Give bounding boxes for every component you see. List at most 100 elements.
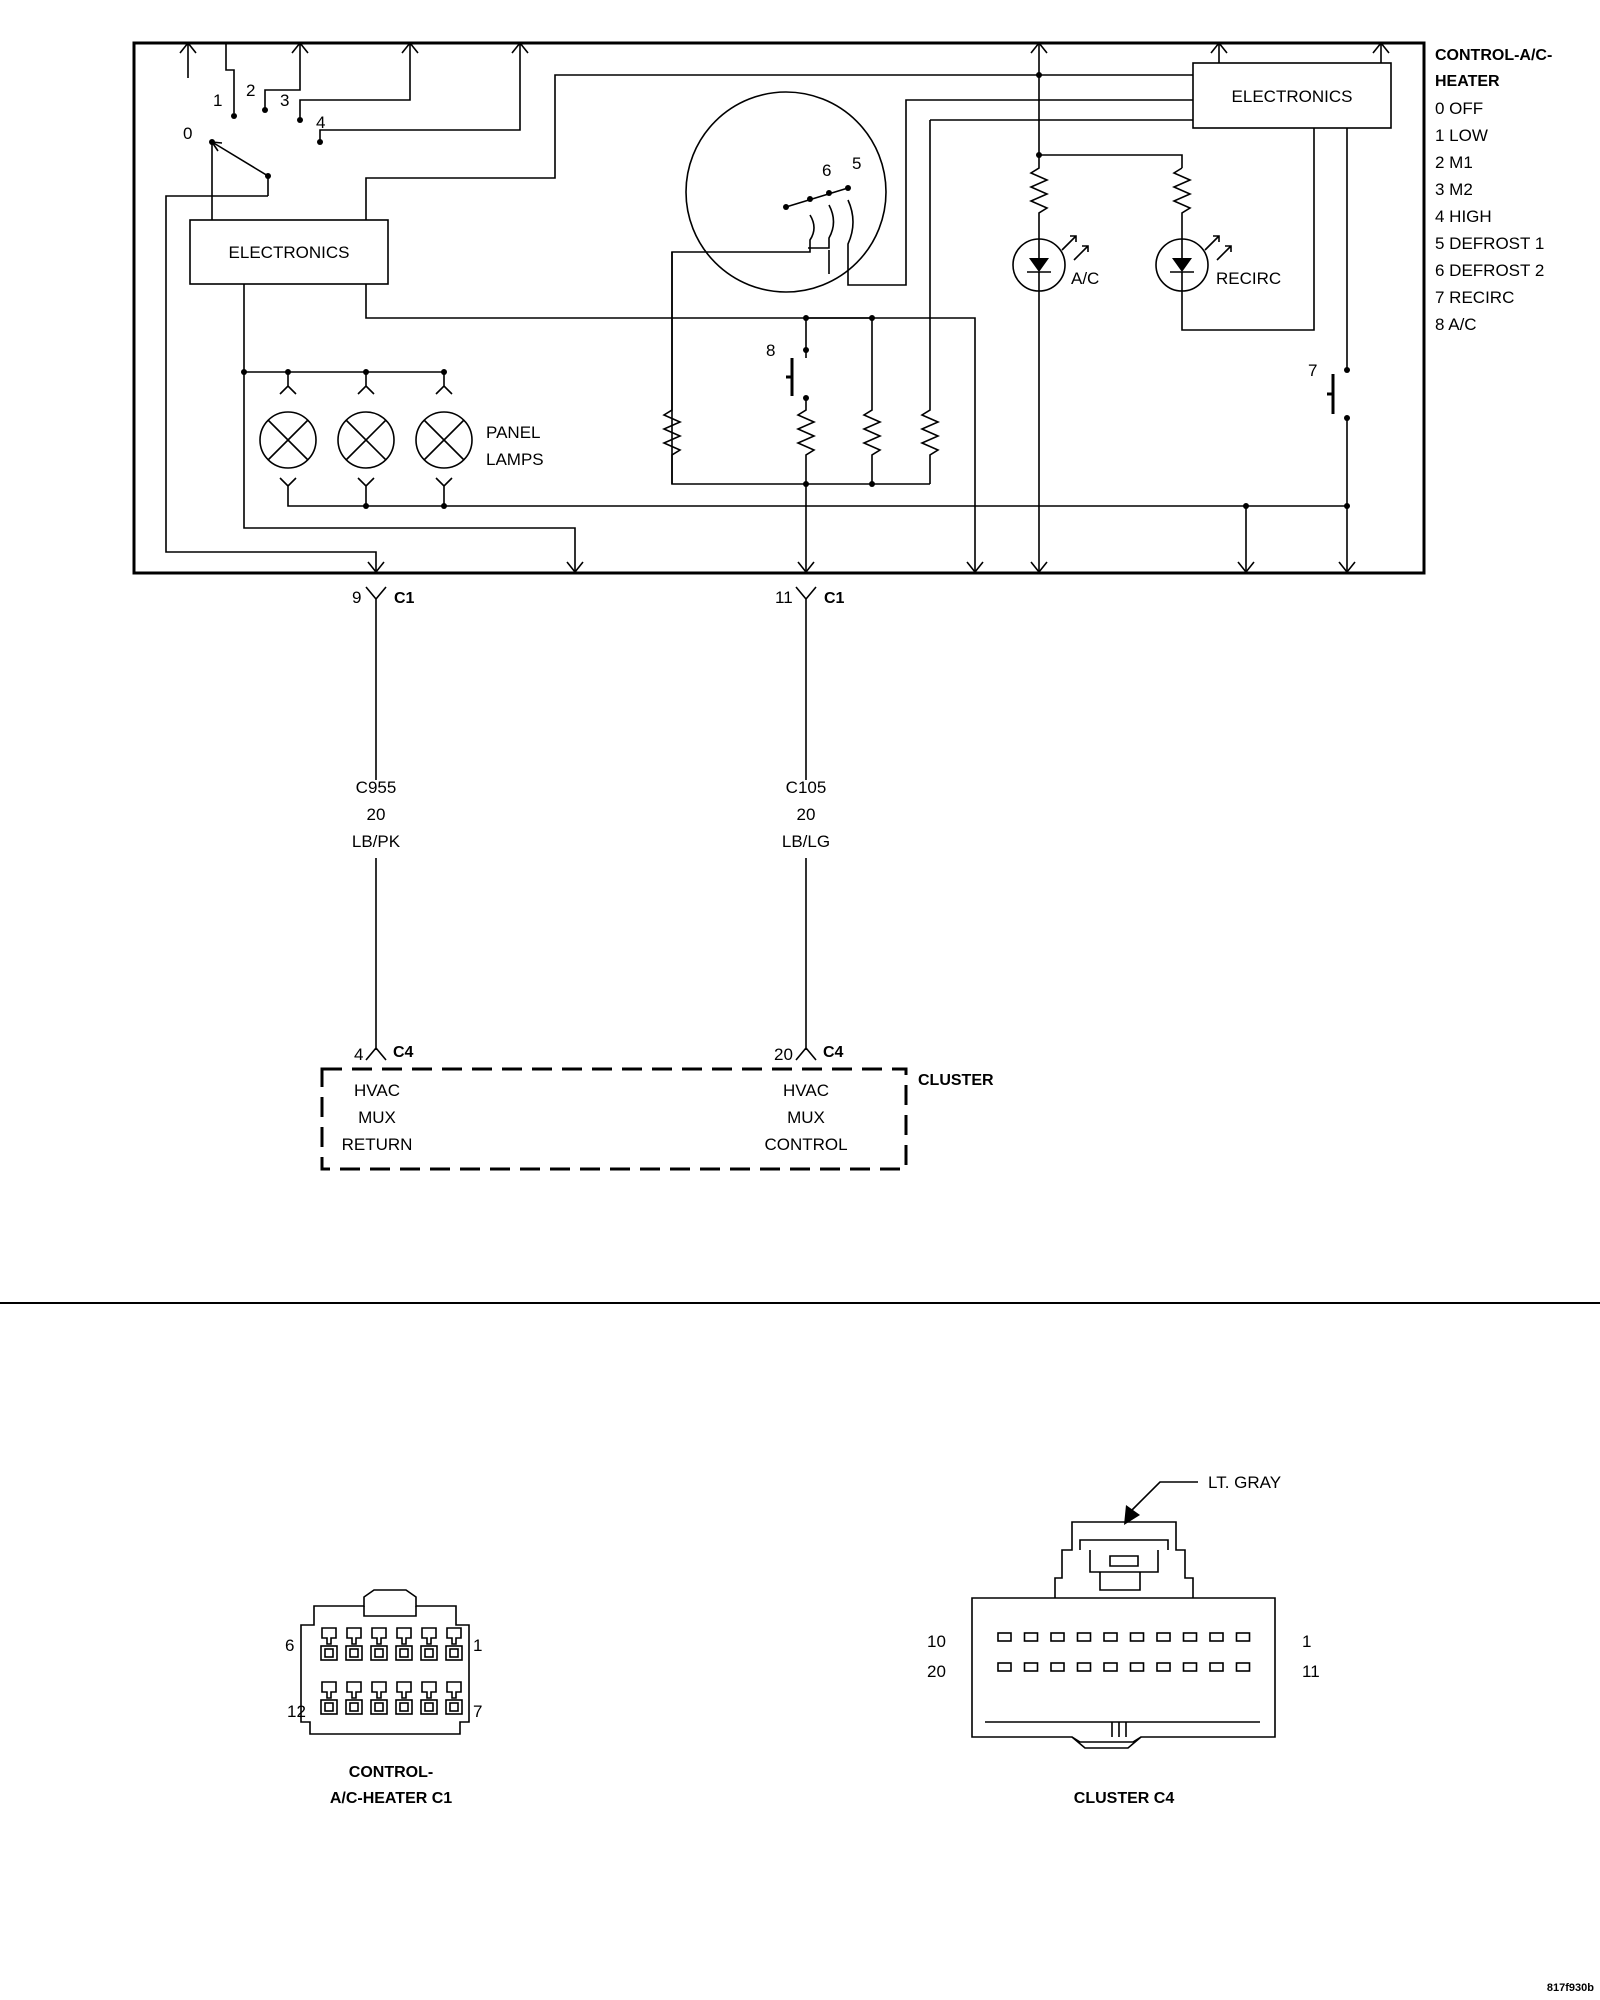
c4-pin-cavity xyxy=(1023,1662,1039,1672)
wire-c105-gauge: 20 xyxy=(797,805,816,824)
switch-8-label: 8 xyxy=(766,341,775,360)
c1-pin-cavity xyxy=(420,1627,438,1661)
legend-item: 6 DEFROST 2 xyxy=(1435,261,1544,280)
c4-pin-cavity xyxy=(1076,1662,1092,1672)
electronics-right-label: ELECTRONICS xyxy=(1232,87,1353,106)
wire-c105-circuit: C105 xyxy=(786,778,827,797)
module-title-line2: HEATER xyxy=(1435,73,1500,90)
c1-pin-label-top-right: 1 xyxy=(473,1636,482,1655)
mode-position-6: 6 xyxy=(822,161,831,180)
wire-c955-color: LB/PK xyxy=(352,832,401,851)
blower-position-1: 1 xyxy=(213,91,222,110)
c1-pin-label-bottom-left: 12 xyxy=(287,1702,306,1721)
c1-pin-cavity xyxy=(420,1681,438,1715)
c1-pin-cavity xyxy=(320,1681,338,1715)
wire-c105-color: LB/LG xyxy=(782,832,830,851)
panel-lamp-icon xyxy=(259,372,317,504)
hvac-mux-control-line2: MUX xyxy=(787,1108,825,1127)
c4-pin-grid xyxy=(997,1632,1251,1672)
legend-item: 1 LOW xyxy=(1435,126,1488,145)
wire-c105-connector-bottom: C4 xyxy=(823,1044,844,1061)
connector-c4-face: 10 1 20 11 LT. GRAY CLUSTER C4 xyxy=(927,1473,1320,1807)
c4-color-callout: LT. GRAY xyxy=(1208,1473,1281,1492)
panel-lamp-icon xyxy=(337,372,395,504)
electronics-left-label: ELECTRONICS xyxy=(229,243,350,262)
c1-title-line2: A/C-HEATER C1 xyxy=(330,1790,452,1807)
mode-position-5: 5 xyxy=(852,154,861,173)
legend-item: 0 OFF xyxy=(1435,99,1483,118)
blower-position-0: 0 xyxy=(183,124,192,143)
resistor-network: 8 xyxy=(662,119,1193,572)
c1-pin-cavity xyxy=(445,1681,463,1715)
legend-item: 2 M1 xyxy=(1435,153,1473,172)
c1-pin-cavity xyxy=(445,1627,463,1661)
c1-pin-grid xyxy=(320,1627,463,1715)
c4-pin-cavity xyxy=(1103,1632,1118,1642)
c4-pin-cavity xyxy=(997,1632,1012,1642)
wire-c105-connector-top: C1 xyxy=(824,590,845,607)
blower-position-3: 3 xyxy=(280,91,289,110)
c4-pin-cavity xyxy=(1209,1662,1224,1672)
wire-c955-connector-top: C1 xyxy=(394,590,415,607)
c1-pin-label-bottom-right: 7 xyxy=(473,1702,482,1721)
c1-pin-cavity xyxy=(345,1681,363,1715)
hvac-mux-return-line3: RETURN xyxy=(342,1135,413,1154)
wire-c955-circuit: C955 xyxy=(356,778,397,797)
panel-lamps-label-1: PANEL xyxy=(486,423,541,442)
blower-position-4: 4 xyxy=(316,113,325,132)
legend-item: 4 HIGH xyxy=(1435,207,1492,226)
c4-title: CLUSTER C4 xyxy=(1074,1790,1175,1807)
electronics-block-right xyxy=(1192,62,1392,129)
c4-pin-cavity xyxy=(1182,1632,1198,1642)
c1-pin-label-top-left: 6 xyxy=(285,1636,294,1655)
hvac-mux-return-line2: MUX xyxy=(358,1108,396,1127)
legend-item: 7 RECIRC xyxy=(1435,288,1514,307)
wire-c955: 9 C1 C955 20 LB/PK 4 C4 xyxy=(352,586,415,1064)
mode-selector: 6 5 xyxy=(671,91,1193,485)
c1-pin-cavity xyxy=(395,1627,413,1661)
hvac-mux-control-line1: HVAC xyxy=(783,1081,829,1100)
c4-pin-label-top-right: 1 xyxy=(1302,1632,1311,1651)
control-ac-heater-module: CONTROL-A/C- HEATER 0 OFF 1 LOW 2 M1 3 M… xyxy=(132,41,1552,575)
c1-pin-cavity xyxy=(370,1681,388,1715)
c4-pin-cavity xyxy=(1235,1632,1251,1642)
c4-pin-cavity xyxy=(1156,1662,1171,1672)
led-recirc-label: RECIRC xyxy=(1216,269,1281,288)
hvac-mux-control-line3: CONTROL xyxy=(764,1135,847,1154)
c4-pin-cavity xyxy=(1209,1632,1224,1642)
blower-position-2: 2 xyxy=(246,81,255,100)
c4-pin-label-top-left: 10 xyxy=(927,1632,946,1651)
c4-pin-cavity xyxy=(1182,1662,1198,1672)
c4-pin-cavity xyxy=(1050,1632,1065,1642)
led-ac-label: A/C xyxy=(1071,269,1099,288)
switch-position-legend: 0 OFF 1 LOW 2 M1 3 M2 4 HIGH 5 DEFROST 1… xyxy=(1435,99,1544,334)
wire-c955-pin-top: 9 xyxy=(352,588,361,607)
c4-pin-cavity xyxy=(1050,1662,1065,1672)
c4-pin-cavity xyxy=(1023,1632,1039,1642)
blower-switch: 0 1 2 3 4 xyxy=(165,42,529,560)
wire-c105-pin-bottom: 20 xyxy=(774,1045,793,1064)
c4-pin-cavity xyxy=(997,1662,1012,1672)
c4-pin-cavity xyxy=(1235,1662,1251,1672)
c4-pin-cavity xyxy=(1129,1632,1145,1642)
c4-pin-cavity xyxy=(1156,1632,1171,1642)
wire-c955-connector-bottom: C4 xyxy=(393,1044,414,1061)
wire-c955-gauge: 20 xyxy=(367,805,386,824)
c1-title-line1: CONTROL- xyxy=(349,1764,433,1781)
legend-item: 5 DEFROST 1 xyxy=(1435,234,1544,253)
c1-pin-cavity xyxy=(395,1681,413,1715)
legend-item: 8 A/C xyxy=(1435,315,1477,334)
c4-pin-cavity xyxy=(1076,1632,1092,1642)
wire-c955-pin-bottom: 4 xyxy=(354,1045,363,1064)
figure-code: 817f930b xyxy=(1547,1982,1594,1994)
module-title-line1: CONTROL-A/C- xyxy=(1435,47,1552,64)
panel-lamps: PANEL LAMPS xyxy=(241,369,1350,572)
connector-c1-face: 6 1 12 7 CONTROL- A/C-HEATER C1 xyxy=(285,1589,482,1807)
c4-pin-cavity xyxy=(1129,1662,1145,1672)
wire-c105-pin-top: 11 xyxy=(775,588,793,607)
recirc-indicator-led: RECIRC xyxy=(1155,167,1281,295)
ac-switch-8: 8 xyxy=(766,341,809,401)
electronics-block-left xyxy=(189,219,389,285)
recirc-switch-7: 7 xyxy=(1308,361,1350,572)
